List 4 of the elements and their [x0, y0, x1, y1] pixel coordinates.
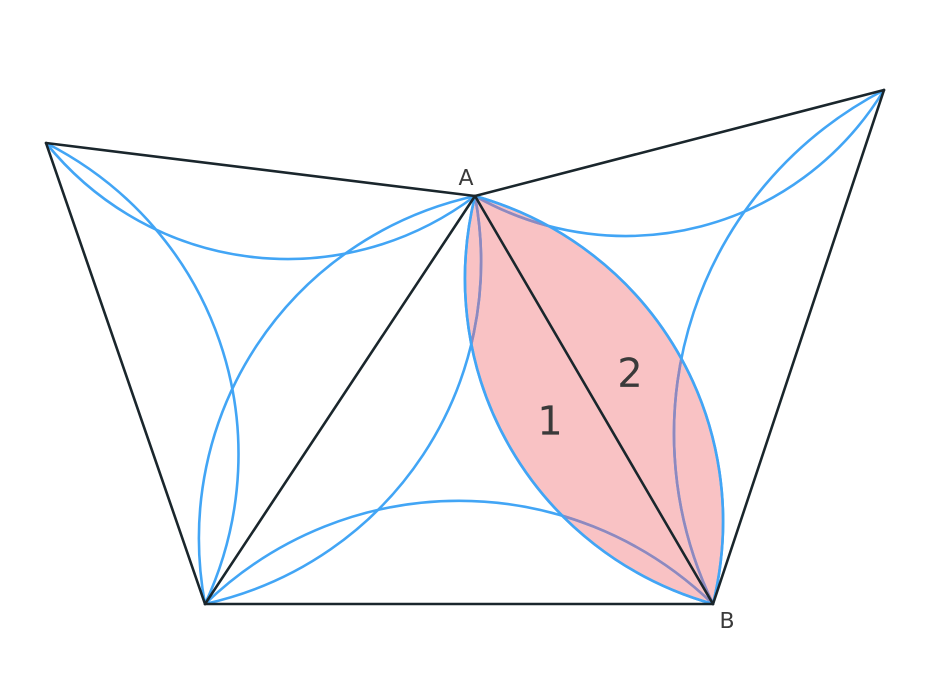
point-label: B [722, 612, 733, 628]
region-number: 1 [542, 405, 560, 435]
point-label: A [458, 168, 474, 186]
region-number: 2 [620, 357, 639, 387]
